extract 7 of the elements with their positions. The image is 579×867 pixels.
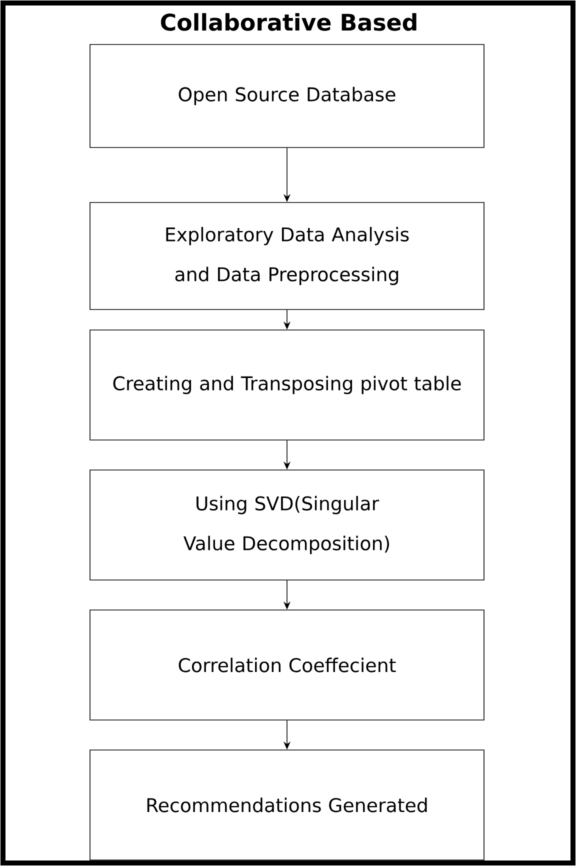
process-box: Correlation Coeffecient	[90, 610, 484, 720]
process-box: Exploratory Data Analysis and Data Preprocessing	[90, 202, 484, 310]
title: Collaborative Based	[160, 13, 416, 31]
process-box: Using SVD(Singular Value Decomposition)	[90, 470, 484, 580]
process-box: Creating and Transposing pivot table	[90, 330, 484, 440]
process-box: Open Source Database	[90, 44, 484, 148]
process-box: Recommendations Generated	[90, 750, 484, 860]
